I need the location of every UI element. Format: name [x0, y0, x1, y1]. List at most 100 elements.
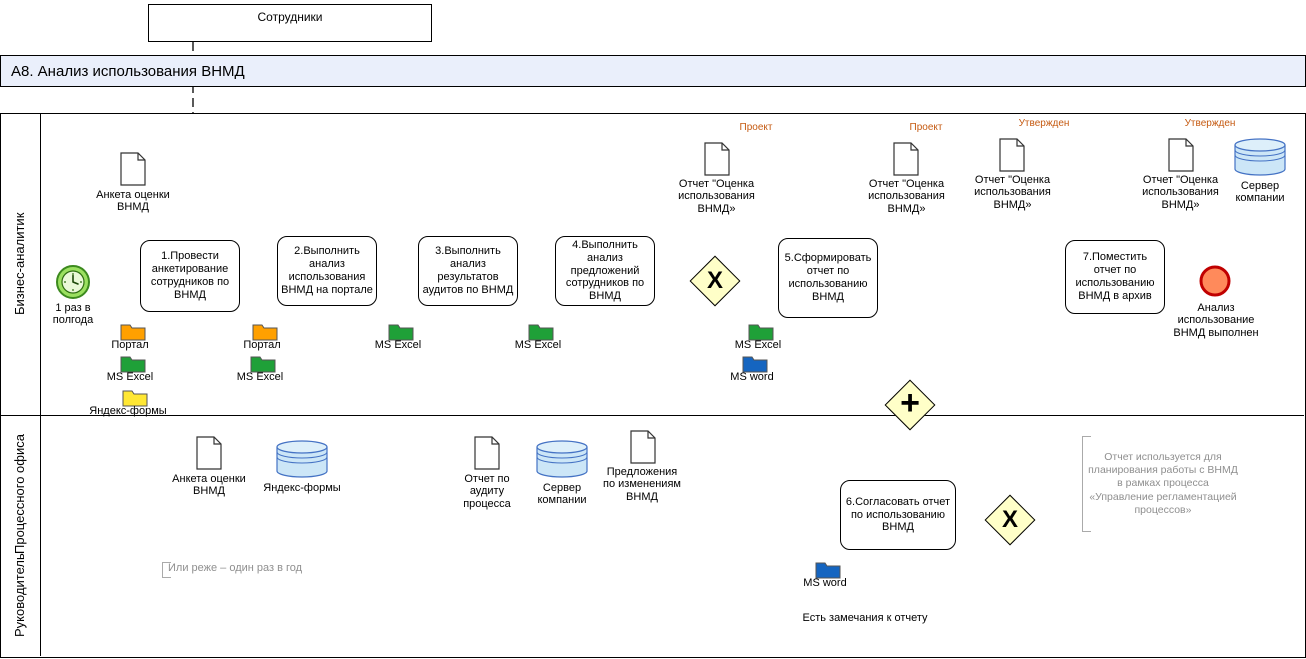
doc-report-1-state: Проект: [739, 122, 773, 133]
task-2-portal-analysis[interactable]: 2.Выполнить анализ использования ВНМД на…: [277, 236, 377, 306]
document-icon: [630, 430, 656, 464]
clock-icon: [56, 265, 90, 299]
folder-icon: [528, 324, 554, 341]
datastore-company-server-top[interactable]: [1234, 138, 1286, 176]
lane-business-analyst-label: Бизнес-аналитик: [11, 212, 27, 316]
folder-excel-2-label: MS Excel: [236, 371, 284, 383]
pool: [0, 113, 1306, 658]
gateway-parallel[interactable]: +: [884, 379, 936, 431]
datastore-company-server-lane2-label: Сервер компании: [537, 482, 587, 507]
folder-word-1[interactable]: [742, 354, 768, 374]
task-3-label: 3.Выполнить анализ результатов аудитов п…: [422, 245, 514, 296]
document-icon: [474, 436, 500, 470]
database-icon: [276, 440, 328, 478]
doc-report-3-label: Отчет "Оценка использования ВНМД»: [974, 174, 1051, 211]
gateway-xor-2[interactable]: X: [984, 494, 1036, 546]
start-event-timer[interactable]: [55, 264, 91, 300]
folder-icon: [742, 356, 768, 373]
note-report-usage[interactable]: Отчет используется для планирования рабо…: [1082, 436, 1238, 532]
task-7-label: 7.Поместить отчет по использованию ВНМД …: [1075, 251, 1155, 302]
lane-label-divider: [40, 113, 41, 656]
doc-audit-report[interactable]: [474, 436, 500, 470]
note-report-usage-text: Отчет используется для планирования рабо…: [1088, 451, 1238, 516]
folder-excel-4-label: MS Excel: [514, 339, 562, 351]
task-5-label: 5.Сформировать отчет по использованию ВН…: [784, 252, 872, 303]
doc-report-2-state: Проект: [909, 122, 943, 133]
document-icon: [893, 142, 919, 176]
note-frequency-text: Или реже – один раз в год: [168, 562, 303, 574]
folder-excel-1-label: MS Excel: [106, 371, 154, 383]
datastore-yandex-forms[interactable]: [276, 440, 328, 478]
task-1-label: 1.Провести анкетирование сотрудников по …: [150, 250, 230, 301]
note-frequency[interactable]: Или реже – один раз в год: [162, 562, 358, 578]
page-title: А8. Анализ использования ВНМД: [11, 62, 245, 80]
folder-icon: [122, 390, 148, 407]
lane-head-label-line1: Руководитель: [11, 553, 27, 638]
folder-excel-2[interactable]: [250, 354, 276, 374]
folder-excel-5-label: MS Excel: [734, 339, 782, 351]
folder-yandex-forms[interactable]: [122, 388, 148, 408]
folder-word-1-label: MS word: [730, 371, 774, 383]
folder-portal-1-label: Портал: [111, 339, 149, 351]
doc-report-2-label: Отчет "Оценка использования ВНМД»: [868, 178, 945, 215]
doc-survey-top-label: Анкета оценки ВНМД: [96, 189, 170, 214]
folder-icon: [120, 356, 146, 373]
document-icon: [196, 436, 222, 470]
folder-portal-1[interactable]: [120, 322, 146, 342]
doc-survey-lane2[interactable]: [196, 436, 222, 470]
folder-icon: [748, 324, 774, 341]
doc-report-approved-1[interactable]: [999, 138, 1025, 172]
end-event[interactable]: [1198, 264, 1232, 298]
doc-survey-top[interactable]: [120, 152, 146, 186]
external-entity-employees[interactable]: Сотрудники: [148, 4, 432, 42]
datastore-company-server-top-label: Сервер компании: [1235, 180, 1285, 205]
task-5-form-report[interactable]: 5.Сформировать отчет по использованию ВН…: [778, 238, 878, 318]
folder-icon: [388, 324, 414, 341]
start-event-label: 1 раз в полгода: [52, 302, 94, 327]
process-title-bar: А8. Анализ использования ВНМД: [0, 55, 1306, 87]
document-icon: [999, 138, 1025, 172]
doc-audit-report-label: Отчет по аудиту процесса: [463, 473, 511, 510]
lane-process-office-head[interactable]: Руководитель Процессного офиса: [0, 416, 40, 655]
doc-report-draft-1[interactable]: [704, 142, 730, 176]
task-6-approve-report[interactable]: 6.Согласовать отчет по использованию ВНМ…: [840, 480, 956, 550]
doc-report-1-label: Отчет "Оценка использования ВНМД»: [678, 178, 755, 215]
gateway-xor-2-symbol: X: [1001, 506, 1018, 533]
flow-label-remarks: Есть замечания к отчету: [790, 612, 940, 624]
lane-divider: [0, 415, 1304, 416]
datastore-company-server-lane2[interactable]: [536, 440, 588, 478]
document-icon: [120, 152, 146, 186]
task-6-label: 6.Согласовать отчет по использованию ВНМ…: [845, 495, 951, 534]
folder-excel-3[interactable]: [388, 322, 414, 342]
database-icon: [536, 440, 588, 478]
document-icon: [1168, 138, 1194, 172]
folder-icon: [120, 324, 146, 341]
doc-survey-lane2-label: Анкета оценки ВНМД: [172, 473, 246, 498]
task-1-survey-employees[interactable]: 1.Провести анкетирование сотрудников по …: [140, 240, 240, 312]
end-event-label: Анализ использование ВНМД выполнен: [1173, 302, 1259, 339]
folder-word-2[interactable]: [815, 560, 841, 580]
doc-proposals[interactable]: [630, 430, 656, 464]
task-4-label: 4.Выполнить анализ предложений сотрудник…: [565, 238, 645, 303]
doc-report-4-state: Утвержден: [1184, 118, 1236, 129]
lane-business-analyst[interactable]: Бизнес-аналитик: [0, 114, 40, 414]
folder-excel-1[interactable]: [120, 354, 146, 374]
gateway-xor-1[interactable]: X: [689, 255, 741, 307]
task-2-label: 2.Выполнить анализ использования ВНМД на…: [281, 245, 373, 296]
folder-excel-5[interactable]: [748, 322, 774, 342]
doc-report-draft-2[interactable]: [893, 142, 919, 176]
task-3-audit-analysis[interactable]: 3.Выполнить анализ результатов аудитов п…: [418, 236, 518, 306]
task-4-proposals-analysis[interactable]: 4.Выполнить анализ предложений сотрудник…: [555, 236, 655, 306]
lane-head-label-line2: Процессного офиса: [11, 433, 27, 554]
datastore-yandex-forms-label: Яндекс-формы: [263, 482, 341, 494]
task-7-archive-report[interactable]: 7.Поместить отчет по использованию ВНМД …: [1065, 240, 1165, 314]
folder-icon: [252, 324, 278, 341]
folder-portal-2[interactable]: [252, 322, 278, 342]
folder-excel-4[interactable]: [528, 322, 554, 342]
database-icon: [1234, 138, 1286, 176]
doc-proposals-label: Предложения по изменениям ВНМД: [603, 466, 681, 503]
doc-report-approved-2[interactable]: [1168, 138, 1194, 172]
doc-report-3-state: Утвержден: [1018, 118, 1070, 129]
folder-excel-3-label: MS Excel: [374, 339, 422, 351]
